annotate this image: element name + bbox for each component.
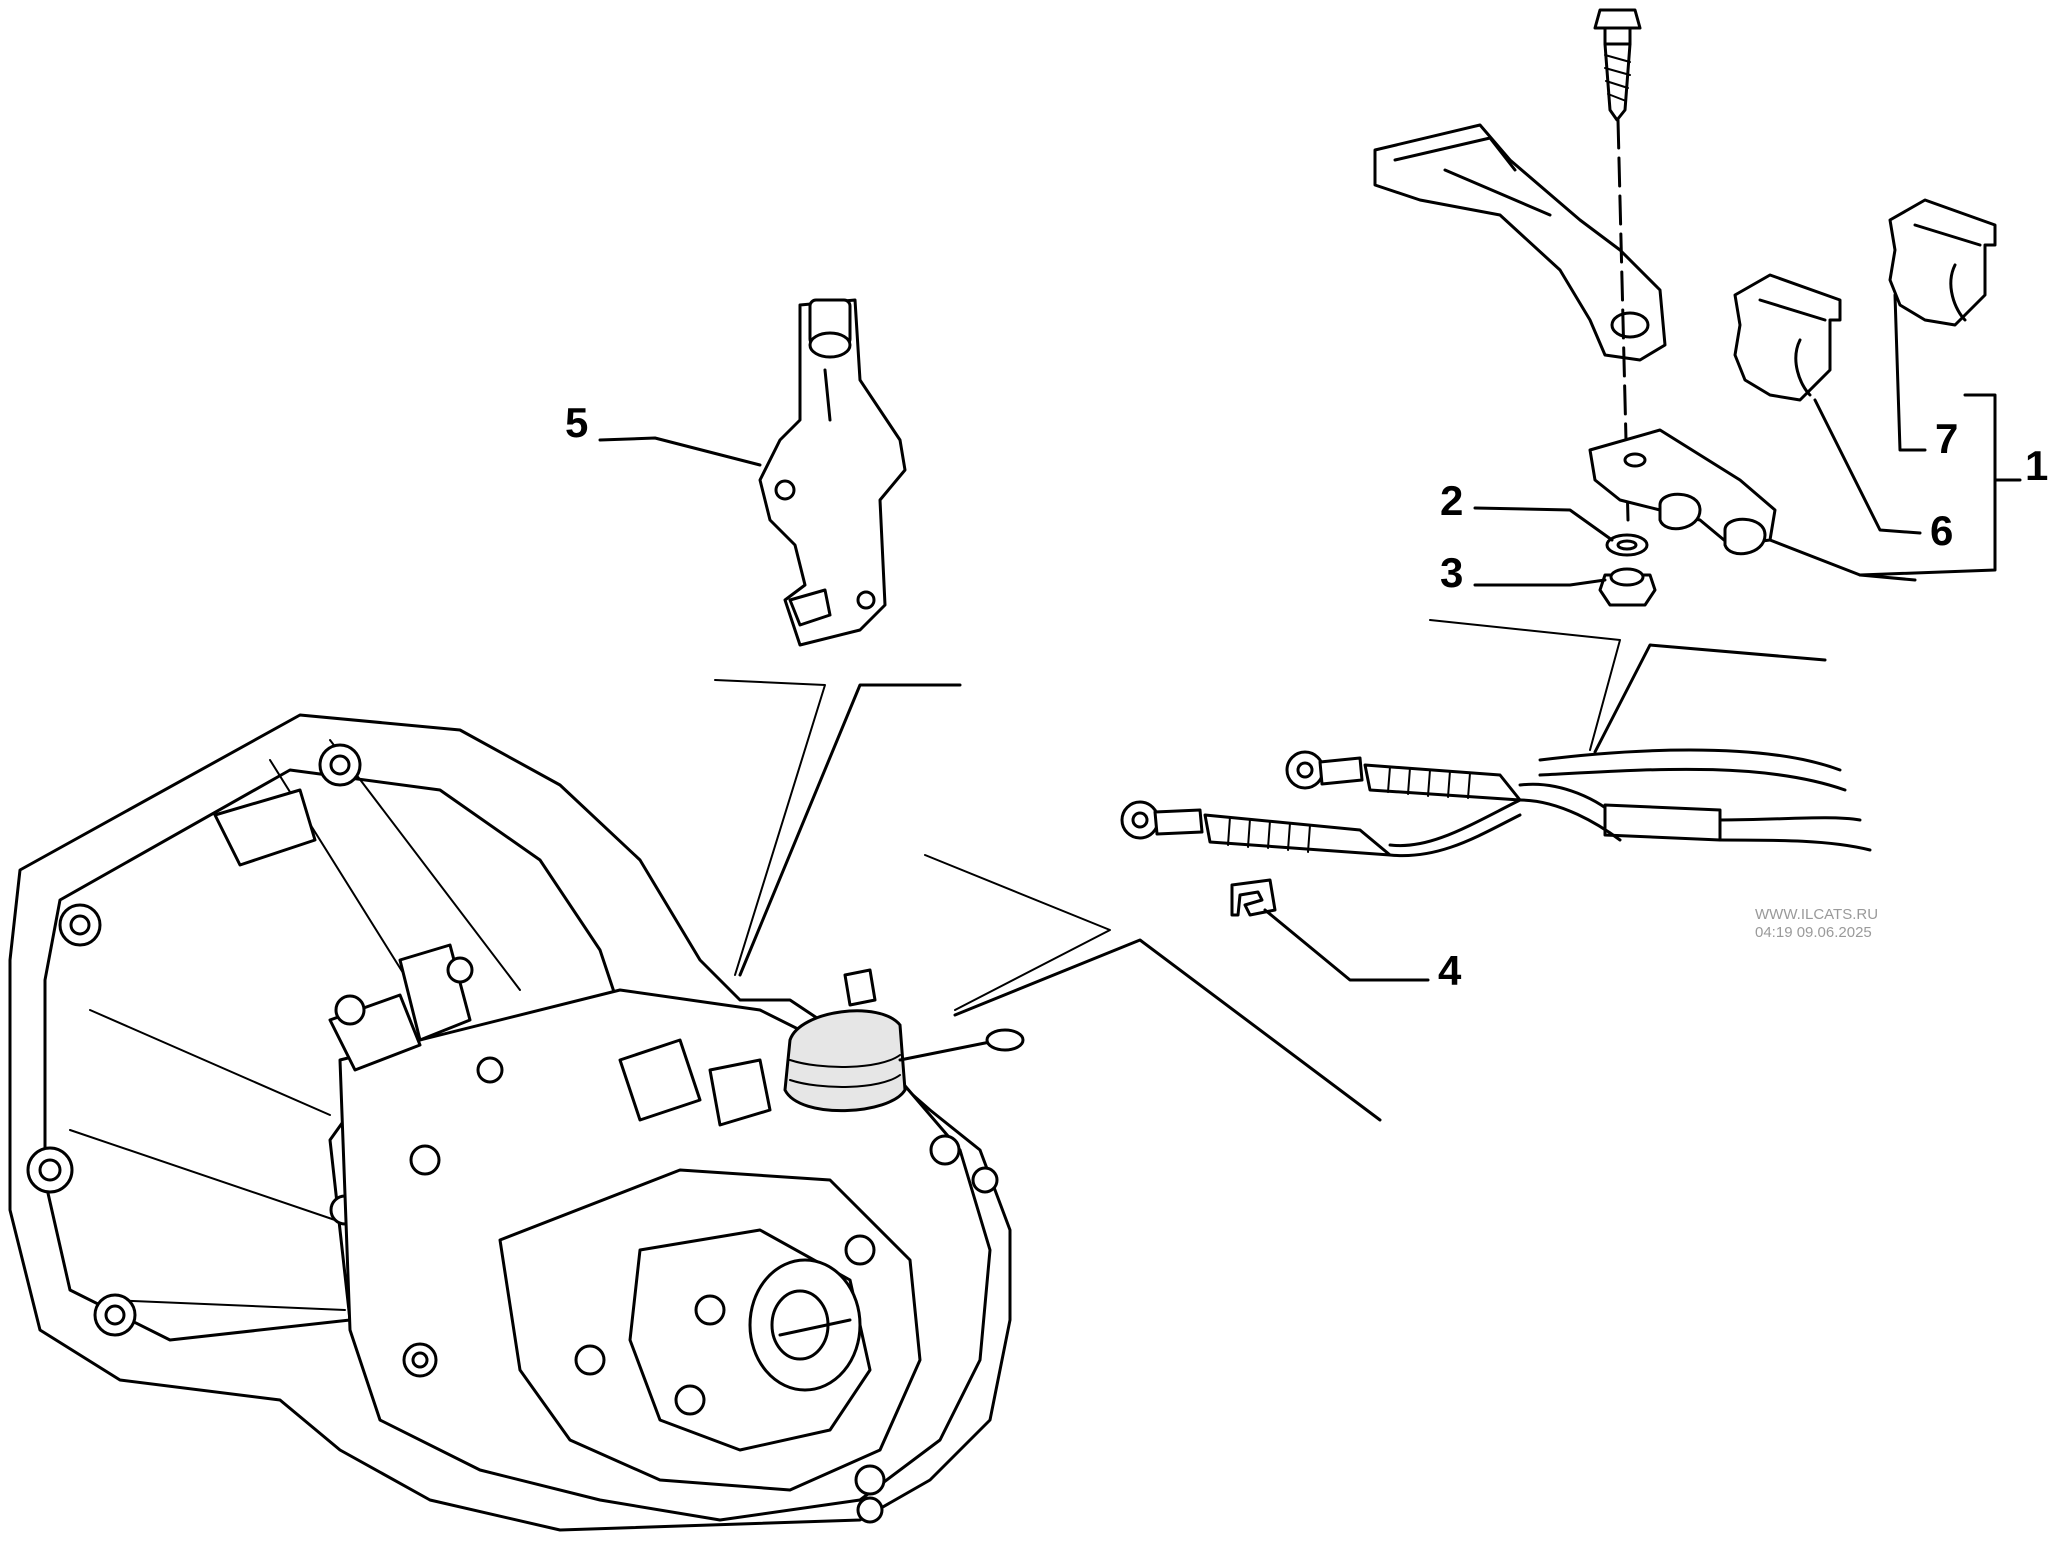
callout-5: 5 [565, 399, 589, 446]
watermark-site: WWW.ILCATS.RU [1755, 906, 1879, 923]
shift-cables [1120, 748, 1872, 858]
part-7-clip [1888, 198, 1997, 327]
part-6-clip [1733, 273, 1842, 402]
part-3-nut [1598, 567, 1657, 607]
callout-3: 3 [1440, 549, 1464, 596]
lever-screw [1593, 8, 1642, 522]
gearbox-housing [8, 713, 1025, 1532]
shift-lever [1373, 123, 1667, 362]
watermark: WWW.ILCATS.RU 04:19 09.06.2025 [1755, 906, 1878, 942]
part-5-selector-bracket [598, 298, 907, 647]
callout-7: 7 [1935, 415, 1959, 462]
watermark-timestamp: 04:19 09.06.2025 [1755, 924, 1872, 941]
explode-guide-lines [714, 619, 1827, 1122]
callout-2: 2 [1440, 477, 1464, 524]
callout-4: 4 [1438, 947, 1462, 994]
callout-1: 1 [2025, 442, 2049, 489]
callout-6: 6 [1930, 507, 1954, 554]
part-4-clip [1230, 878, 1277, 917]
mounting-bracket [1588, 428, 1777, 556]
leader-lines [1263, 293, 2022, 982]
part-2-washer [1605, 533, 1649, 557]
